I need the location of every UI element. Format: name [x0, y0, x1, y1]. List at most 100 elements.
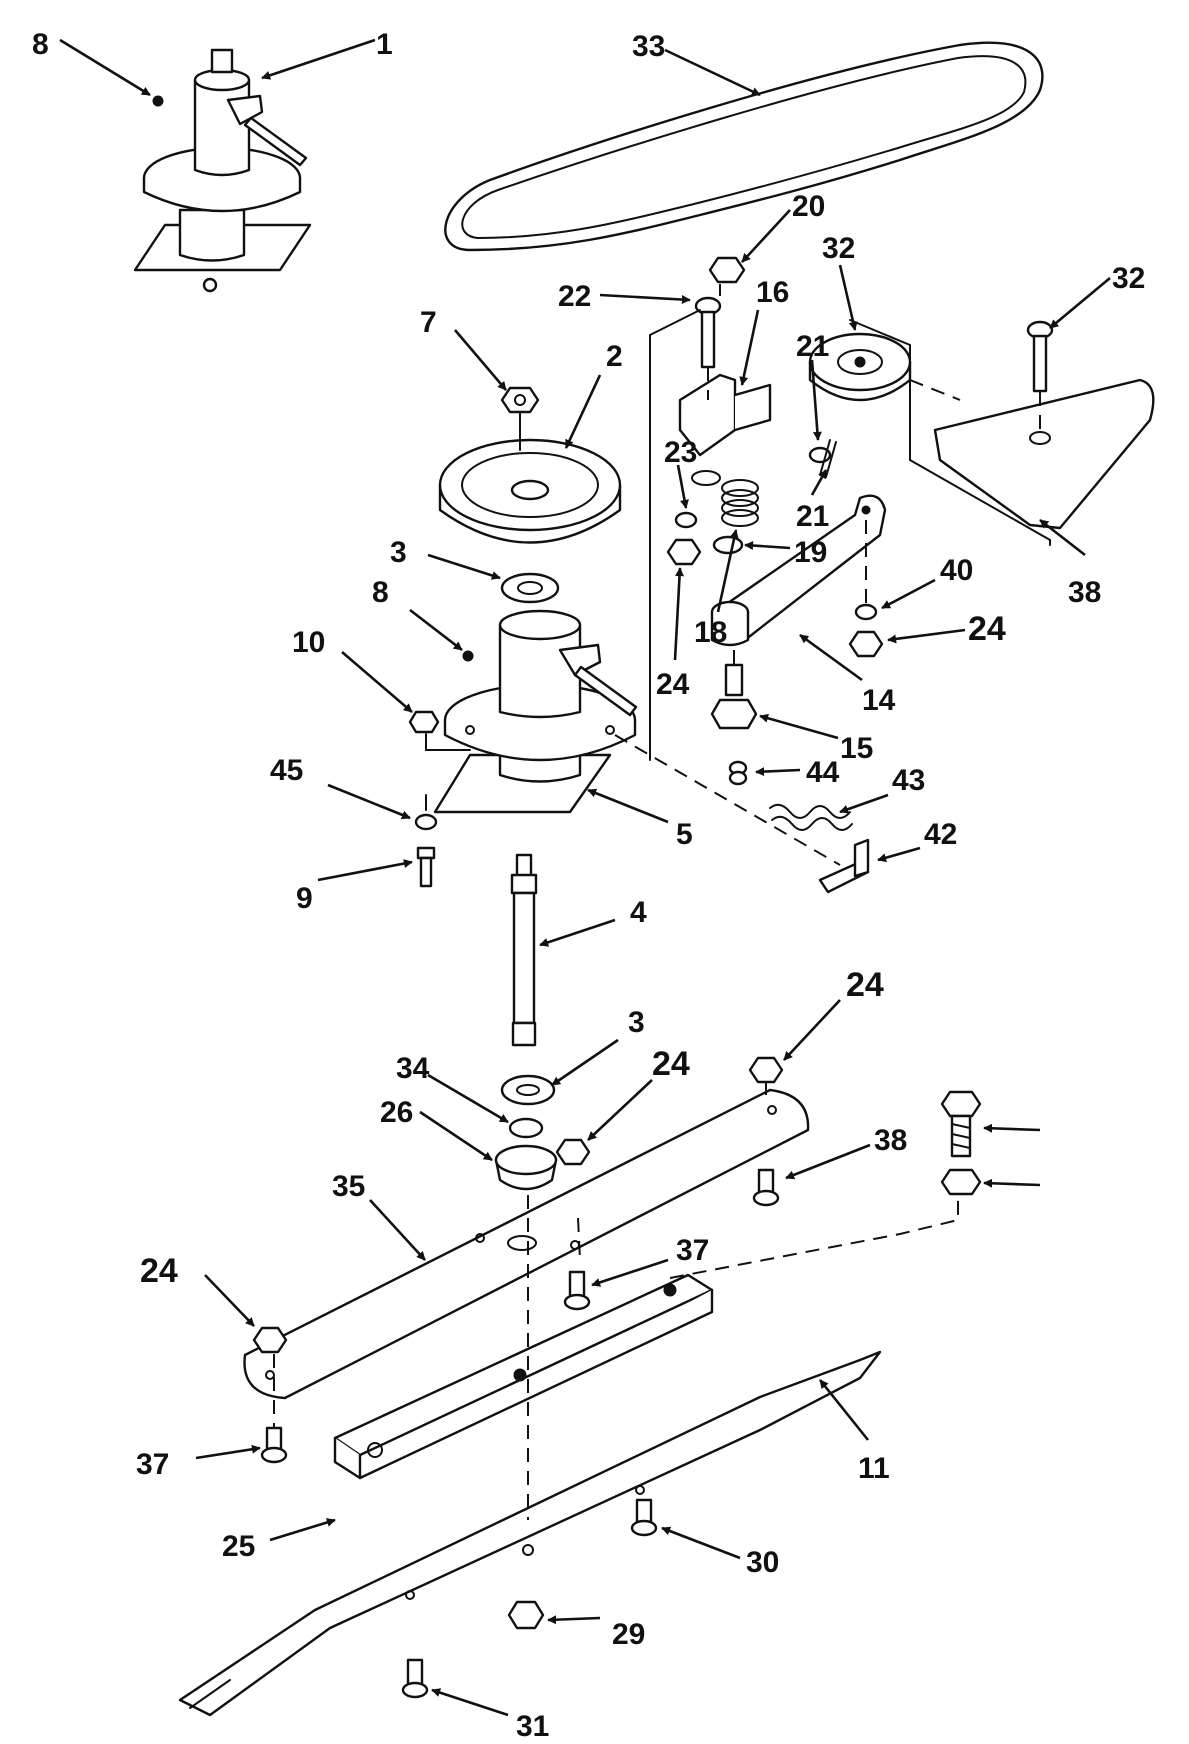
callout-35: 37 — [591, 1234, 709, 1287]
callout-2: 2 — [564, 340, 623, 449]
callout-28: 33 — [632, 30, 761, 97]
svg-text:32: 32 — [822, 232, 855, 265]
callout-8-top: 8 — [32, 28, 151, 97]
callout-3-upper: 3 — [390, 536, 501, 580]
svg-text:5: 5 — [676, 818, 693, 851]
callout-43: 40 — [881, 554, 973, 610]
callout-32-lower: 31 — [431, 1688, 549, 1743]
callout-10: 10 — [292, 626, 413, 713]
svg-text:37: 37 — [676, 1234, 709, 1267]
callout-11: 11 — [818, 1379, 890, 1485]
blade-bolt-32-lower — [401, 1658, 429, 1699]
callout-34: 35 — [332, 1170, 426, 1261]
svg-text:21: 21 — [796, 330, 829, 363]
callout-24-top-right: 24 — [783, 966, 884, 1061]
callout-24-idler: 24 — [656, 567, 690, 701]
callout-25: 32 — [822, 232, 858, 331]
cotter-pin-21 — [819, 439, 837, 478]
adapter-bolt — [563, 1270, 591, 1311]
svg-text:3: 3 — [390, 536, 407, 569]
bolt-45 — [940, 1090, 982, 1158]
callout-15: 16 — [739, 276, 789, 386]
blade-cup — [494, 1144, 558, 1191]
bolt-22 — [694, 296, 722, 369]
callout-37-right: 38 — [785, 1124, 907, 1180]
blade-bolt-32-upper — [630, 1498, 658, 1537]
svg-text:11: 11 — [858, 1452, 890, 1485]
callout-17: 19 — [744, 536, 827, 569]
svg-text:26: 26 — [380, 1096, 413, 1129]
callout-45 — [983, 1123, 1041, 1133]
callout-32-upper: 30 — [661, 1526, 779, 1579]
callout-1: 1 — [261, 28, 393, 80]
callout-23: 23 — [664, 436, 697, 509]
cutting-blade — [178, 1350, 882, 1717]
svg-text:24: 24 — [140, 1252, 178, 1290]
bracket-15 — [678, 373, 772, 457]
shoulder-bolt-16 — [710, 663, 758, 730]
svg-text:24: 24 — [968, 610, 1006, 648]
bolt-26 — [1026, 320, 1054, 393]
housing-washer — [414, 813, 438, 831]
spacer — [508, 1117, 544, 1139]
svg-text:16: 16 — [756, 276, 789, 309]
pulley-nut — [500, 386, 540, 451]
spring-20 — [691, 470, 759, 527]
callout-42: 45 — [270, 754, 411, 820]
callout-19: 21 — [796, 330, 829, 441]
svg-text:23: 23 — [664, 436, 697, 469]
idler-bracket-plate — [933, 378, 1155, 530]
svg-text:2: 2 — [606, 340, 623, 373]
spindle-shaft — [510, 853, 538, 1047]
blade-bolt-right — [752, 1168, 780, 1207]
blade-adapter-bar — [333, 1273, 714, 1480]
svg-text:31: 31 — [516, 1710, 549, 1743]
svg-text:15: 15 — [840, 732, 873, 765]
spring-40 — [769, 803, 853, 831]
callout-29: 26 — [380, 1096, 493, 1162]
drive-belt — [444, 41, 1044, 252]
callout-30: 25 — [222, 1518, 336, 1563]
callout-37-left: 37 — [136, 1444, 261, 1481]
svg-text:44: 44 — [806, 756, 840, 789]
callout-14: 14 — [799, 633, 896, 717]
callout-24-arm: 24 — [887, 610, 1006, 648]
svg-text:19: 19 — [794, 536, 827, 569]
blade-nut-top-right — [748, 1056, 784, 1084]
callout-5: 5 — [587, 788, 693, 851]
svg-text:18: 18 — [694, 616, 727, 649]
idler-pulley — [808, 332, 912, 402]
callout-4: 4 — [539, 896, 647, 947]
callout-22: 22 — [558, 280, 691, 313]
bearing-lower — [500, 1074, 556, 1106]
callout-24-left: 24 — [140, 1252, 255, 1327]
svg-text:32: 32 — [1112, 262, 1145, 295]
svg-text:38: 38 — [1068, 576, 1101, 609]
blade-bolt-left — [260, 1426, 288, 1464]
svg-text:4: 4 — [630, 896, 647, 929]
svg-text:1: 1 — [376, 28, 393, 61]
svg-text:8: 8 — [372, 576, 389, 609]
svg-text:20: 20 — [792, 190, 825, 223]
washer-43 — [854, 603, 878, 621]
housing-bolt — [416, 846, 436, 888]
nut-41 — [728, 760, 748, 786]
svg-text:24: 24 — [656, 668, 690, 701]
callout-40: 43 — [839, 764, 925, 814]
callout-41: 44 — [755, 756, 840, 789]
blade-nut-31 — [507, 1600, 545, 1630]
svg-text:30: 30 — [746, 1546, 779, 1579]
callout-9: 9 — [296, 859, 413, 915]
svg-text:37: 37 — [136, 1448, 169, 1481]
nut-24-idler — [666, 538, 702, 566]
callout-33: 34 — [396, 1052, 509, 1124]
svg-text:24: 24 — [652, 1045, 690, 1083]
svg-text:21: 21 — [796, 500, 829, 533]
drive-pulley — [438, 438, 622, 544]
svg-text:10: 10 — [292, 626, 325, 659]
callout-26: 32 — [1049, 262, 1145, 329]
callout-44 — [983, 1178, 1041, 1188]
blade-nut-left — [252, 1326, 288, 1354]
svg-text:42: 42 — [924, 818, 957, 851]
